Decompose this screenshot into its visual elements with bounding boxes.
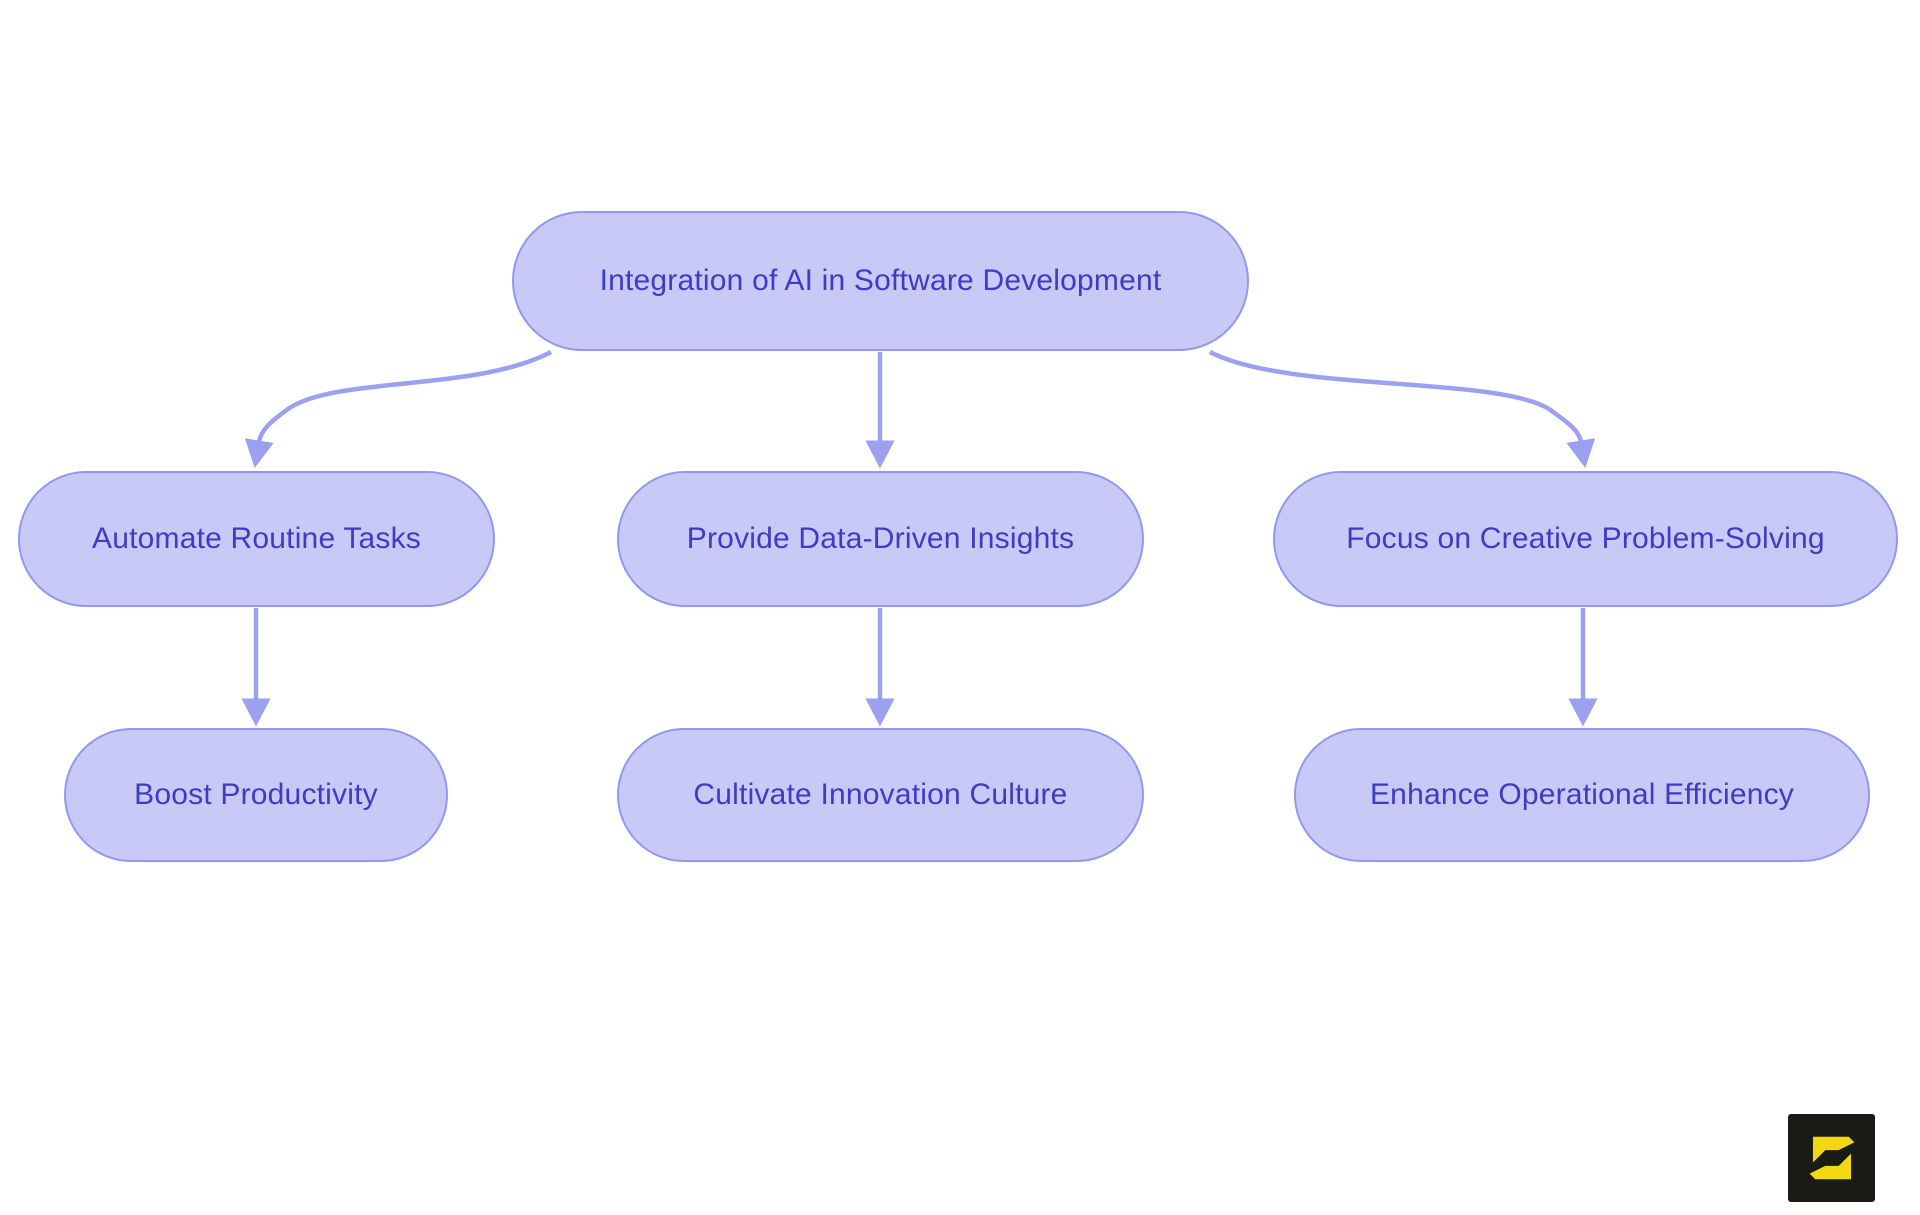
- node-cultivate-innovation-culture: Cultivate Innovation Culture: [617, 728, 1144, 862]
- node-boost-productivity: Boost Productivity: [64, 728, 448, 862]
- node-automate-routine-tasks: Automate Routine Tasks: [18, 471, 495, 607]
- s-logo-icon: [1809, 1136, 1854, 1180]
- brand-logo: [1788, 1114, 1875, 1202]
- node-enhance-operational-efficiency: Enhance Operational Efficiency: [1294, 728, 1870, 862]
- edge-root-to-mid-right: [1208, 350, 1596, 468]
- node-focus-creative-problem-solving: Focus on Creative Problem-Solving: [1273, 471, 1898, 607]
- edge-root-to-mid-left: [244, 350, 553, 468]
- node-provide-data-driven-insights: Provide Data-Driven Insights: [617, 471, 1144, 607]
- node-root: Integration of AI in Software Developmen…: [512, 211, 1249, 351]
